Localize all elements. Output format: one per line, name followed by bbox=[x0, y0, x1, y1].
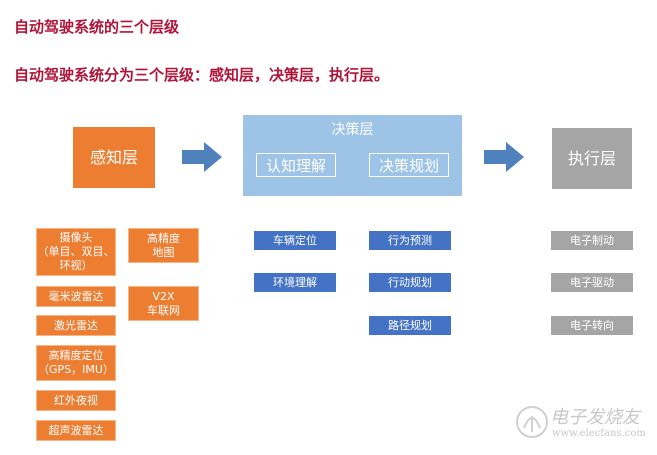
sensor-infrared-night-vision: 红外夜视 bbox=[36, 390, 116, 411]
hd-map-box: 高精度 地图 bbox=[128, 228, 199, 263]
watermark-url: www.elecfans.com bbox=[552, 428, 646, 439]
path-planning-box: 路径规划 bbox=[369, 316, 451, 335]
sensor-lidar: 激光雷达 bbox=[36, 315, 116, 336]
electronic-braking-box: 电子制动 bbox=[551, 231, 633, 250]
sensor-hd-positioning: 高精度定位 （GPS，IMU） bbox=[36, 345, 116, 381]
page-title: 自动驾驶系统的三个层级 bbox=[14, 18, 180, 36]
vehicle-localization-box: 车辆定位 bbox=[254, 231, 336, 250]
sensor-mmwave-radar: 毫米波雷达 bbox=[36, 286, 116, 307]
sensor-ultrasonic-radar: 超声波雷达 bbox=[36, 420, 116, 441]
planning-box: 决策规划 bbox=[369, 153, 449, 177]
execution-layer-label: 执行层 bbox=[567, 148, 616, 168]
watermark-logo-icon bbox=[516, 406, 548, 438]
behavior-prediction-box: 行为预测 bbox=[369, 231, 451, 250]
decision-layer-label: 决策层 bbox=[331, 122, 374, 138]
perception-layer-box: 感知层 bbox=[73, 127, 155, 188]
sensor-camera: 摄像头 （单目、双目、环视） bbox=[36, 228, 116, 276]
page-subtitle: 自动驾驶系统分为三个层级：感知层，决策层，执行层。 bbox=[14, 66, 390, 84]
cognition-box: 认知理解 bbox=[256, 153, 336, 177]
execution-layer-box: 执行层 bbox=[552, 128, 632, 189]
planning-label: 决策规划 bbox=[378, 156, 439, 175]
action-planning-box: 行动规划 bbox=[369, 273, 451, 292]
watermark-brand: 电子发烧友 bbox=[550, 407, 640, 428]
electronic-drive-box: 电子驱动 bbox=[551, 273, 633, 292]
perception-layer-label: 感知层 bbox=[89, 147, 138, 167]
cognition-label: 认知理解 bbox=[265, 156, 326, 175]
electronic-steering-box: 电子转向 bbox=[551, 316, 633, 335]
arrow-right-icon bbox=[484, 142, 524, 172]
environment-understanding-box: 环境理解 bbox=[254, 273, 336, 292]
decision-layer-panel bbox=[243, 115, 462, 196]
arrow-right-icon bbox=[182, 142, 222, 172]
v2x-box: V2X 车联网 bbox=[128, 286, 199, 321]
